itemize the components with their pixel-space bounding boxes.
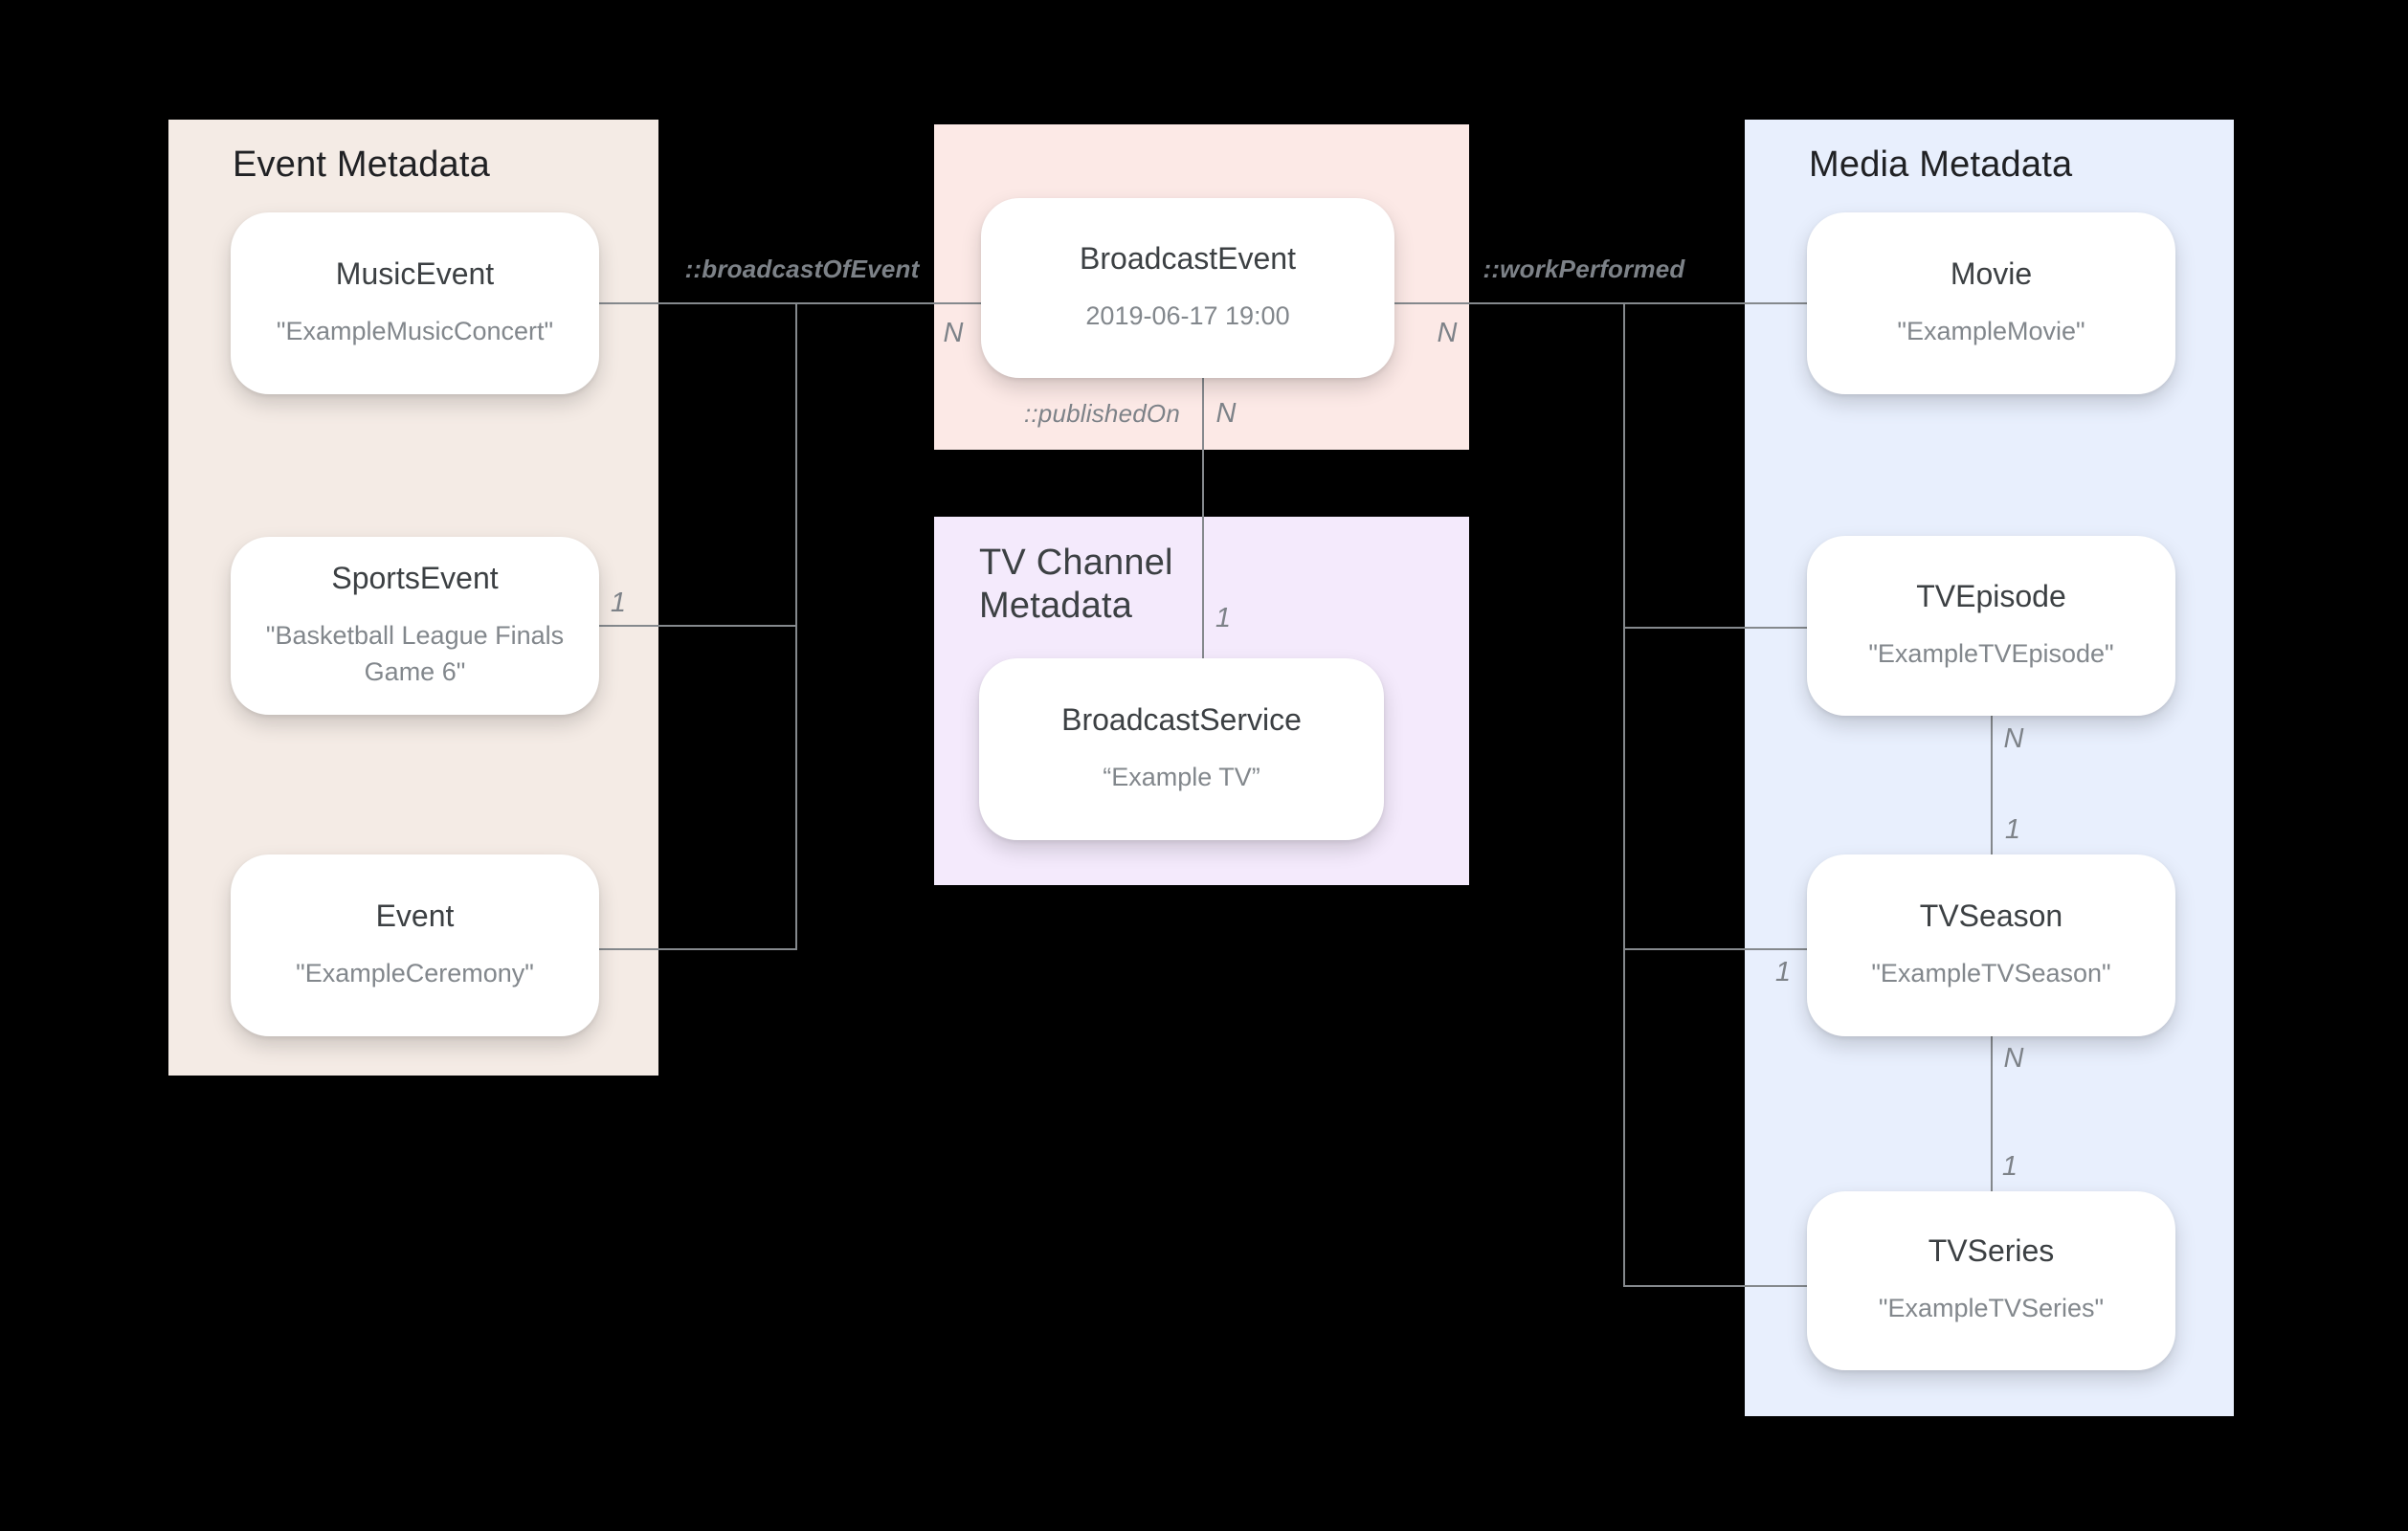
node-example-value: "ExampleMusicConcert" <box>276 316 554 345</box>
node-example-value: “Example TV” <box>1103 762 1260 791</box>
connector-tvseason-branch <box>1624 948 1807 950</box>
cardinality-episode-of-season-one: 1 <box>2004 814 2021 845</box>
connector-tvseries-branch <box>1624 1285 1807 1287</box>
node-music-event: MusicEvent "ExampleMusicConcert" <box>231 212 599 394</box>
relation-label-work-performed: ::workPerformed <box>1483 255 1685 283</box>
node-event: Event "ExampleCeremony" <box>231 854 599 1036</box>
relation-label-broadcast-of-event: ::broadcastOfEvent <box>684 255 920 283</box>
connector-musicevent-broadcastevent <box>599 302 981 304</box>
node-title: Event <box>375 898 455 933</box>
connector-publishedon <box>1202 378 1204 658</box>
node-movie: Movie "ExampleMovie" <box>1807 212 2175 394</box>
node-tv-series: TVSeries "ExampleTVSeries" <box>1807 1191 2175 1370</box>
cardinality-broadcast-of-event-one: 1 <box>610 588 627 618</box>
node-title: TVSeries <box>1928 1233 2055 1268</box>
node-title: BroadcastService <box>1061 701 1302 737</box>
node-example-value: "ExampleMovie" <box>1897 316 2085 345</box>
node-sports-event: SportsEvent "Basketball League Finals Ga… <box>231 537 599 715</box>
connector-sportsevent-branch <box>599 625 796 627</box>
node-title: TVEpisode <box>1916 578 2066 613</box>
panel-title-event-metadata: Event Metadata <box>233 144 490 185</box>
cardinality-season-of-series-many: N <box>2003 1043 2024 1074</box>
node-example-value: "Basketball League Finals Game 6" <box>265 620 565 686</box>
node-tv-season: TVSeason "ExampleTVSeason" <box>1807 854 2175 1036</box>
node-broadcast-service: BroadcastService “Example TV” <box>979 658 1384 840</box>
connector-broadcastevent-movie <box>1394 302 1807 304</box>
node-example-value: "ExampleTVSeason" <box>1871 958 2111 987</box>
relation-label-published-on: ::publishedOn <box>1023 399 1180 428</box>
cardinality-work-performed-one: 1 <box>1774 957 1792 987</box>
panel-title-tv-channel-metadata: TV Channel Metadata <box>979 543 1173 626</box>
cardinality-season-of-series-one: 1 <box>2001 1151 2018 1182</box>
node-example-value: "ExampleTVEpisode" <box>1868 638 2114 668</box>
cardinality-work-performed-many: N <box>1437 318 1458 348</box>
cardinality-episode-of-season-many: N <box>2003 723 2024 754</box>
connector-tvseason-tvseries <box>1991 1036 1993 1191</box>
connector-event-branch <box>599 948 796 950</box>
connector-trunk-media <box>1623 303 1625 1287</box>
node-title: Movie <box>1950 255 2033 291</box>
node-title: BroadcastEvent <box>1080 240 1296 276</box>
node-title: SportsEvent <box>331 560 499 595</box>
panel-title-media-metadata: Media Metadata <box>1809 144 2073 185</box>
cardinality-published-on-one: 1 <box>1215 603 1232 633</box>
cardinality-published-on-many: N <box>1215 398 1237 429</box>
node-title: MusicEvent <box>335 255 495 291</box>
node-broadcast-event: BroadcastEvent 2019-06-17 19:00 <box>981 198 1394 378</box>
node-tv-episode: TVEpisode "ExampleTVEpisode" <box>1807 536 2175 716</box>
connector-tvepisode-tvseason <box>1991 716 1993 854</box>
cardinality-broadcast-of-event-many: N <box>943 318 964 348</box>
connector-trunk-events <box>795 303 797 950</box>
node-example-value: 2019-06-17 19:00 <box>1085 300 1290 330</box>
node-example-value: "ExampleTVSeries" <box>1878 1294 2105 1323</box>
node-title: TVSeason <box>1919 898 2063 933</box>
connector-tvepisode-branch <box>1624 627 1807 629</box>
node-example-value: "ExampleCeremony" <box>296 958 534 987</box>
